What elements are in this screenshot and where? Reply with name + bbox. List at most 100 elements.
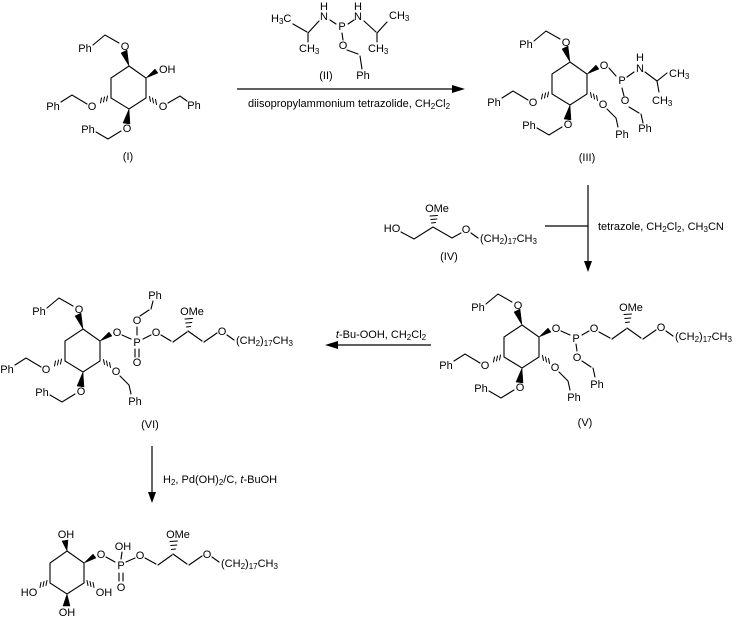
wedge-bond [586, 64, 600, 75]
group-HO: HO [384, 223, 401, 235]
reaction-conditions-step2: tetrazole, CH2Cl2, CH3CN [598, 221, 724, 234]
structure-V: O Ph O P O OMe O (CH2)17CH3 O Ph (V) [438, 293, 732, 429]
bonds [400, 226, 479, 240]
group-CH3: CH3 [299, 43, 320, 56]
atom-O: O [621, 95, 630, 107]
structure-label-I: (I) [123, 151, 133, 163]
inositol-core-use [438, 293, 551, 399]
group-alkyl-chain: (CH2)17CH3 [480, 233, 537, 246]
atom-O: O [552, 323, 561, 335]
atom-O: O [462, 224, 471, 236]
atom-O: O [218, 326, 227, 338]
arrow-line [545, 185, 589, 266]
arrowhead-down-icon [148, 492, 156, 503]
atom-Ph: Ph [590, 379, 603, 391]
inositol-core-use [45, 34, 158, 140]
hashed-bond-OMe [623, 313, 632, 323]
group-OMe: OMe [166, 529, 190, 541]
atom-O: O [159, 101, 168, 113]
structure-label-IV: (IV) [440, 251, 458, 263]
reagent-IV: HO OMe O (CH2)17CH3 (IV) [384, 203, 538, 263]
atom-P: P [338, 21, 345, 33]
group-CH3: CH3 [389, 10, 410, 23]
atom-Ph: Ph [187, 100, 200, 112]
atom-OH: OH [159, 64, 176, 76]
hashed-bond-OMe [184, 318, 193, 328]
atom-Ph: Ph [148, 290, 161, 302]
group-OH: OH [59, 607, 76, 619]
group-CH3: CH3 [652, 95, 673, 108]
atom-N: N [320, 11, 328, 23]
group-CH3: CH3 [368, 43, 389, 56]
structure-I: O Ph OH (I) [45, 34, 201, 163]
reaction-conditions-step4: H2, Pd(OH)2/C, t-BuOH [163, 474, 277, 487]
reaction-conditions-step3: t-Bu-OOH, CH2Cl2 [336, 329, 427, 342]
wedge-bonds [61, 539, 97, 607]
atom-O: O [152, 327, 161, 339]
atom-O: O [97, 549, 106, 561]
group-OH: OH [96, 587, 113, 599]
bonds [558, 371, 571, 391]
atom-O: O [203, 549, 212, 561]
hashed-bond-OMe [429, 215, 438, 224]
atom-P: P [117, 560, 124, 572]
atom-Ph: Ph [615, 129, 628, 141]
atom-O: O [599, 99, 608, 111]
group-alkyl-chain: (CH2)17CH3 [675, 331, 732, 344]
atom-O: O [657, 322, 666, 334]
atom-Ph: Ph [638, 123, 651, 135]
atom-Ph: Ph [567, 392, 580, 404]
atom-O: O [136, 550, 145, 562]
bonds [608, 67, 668, 124]
wedge-bond [538, 327, 552, 338]
atom-O: O [113, 327, 122, 339]
bonds [292, 19, 388, 70]
arrow-step1: diisopropylammonium tetrazolide, CH2Cl2 [237, 85, 465, 111]
final-product: OH O P OH O O OMe O (CH2)17CH3 OH OH HO [21, 529, 279, 619]
bonds [606, 108, 619, 128]
atom-O: O [551, 362, 560, 374]
atom-P: P [572, 333, 579, 345]
arrowhead-right-icon [452, 85, 465, 93]
group-CH3: CH3 [669, 68, 690, 81]
arrow-step2: tetrazole, CH2Cl2, CH3CN [545, 185, 724, 272]
group-OH: OH [58, 529, 75, 541]
bonds [167, 95, 188, 104]
atom-N: N [636, 63, 644, 75]
wedge-bond [145, 68, 159, 79]
group-OMe: OMe [180, 306, 204, 318]
atom-O: O [133, 315, 142, 327]
structure-label-II: (II) [319, 70, 332, 82]
wedge-bond [99, 331, 113, 342]
arrow-step3: t-Bu-OOH, CH2Cl2 [325, 329, 431, 349]
group-OH: OH [115, 541, 132, 553]
bonds [121, 300, 235, 358]
bonds [119, 375, 132, 395]
bonds [560, 327, 674, 378]
structure-label-VI: (VI) [141, 419, 159, 431]
hashed-bonds [39, 540, 178, 588]
atom-O: O [600, 60, 609, 72]
structure-label-V: (V) [578, 417, 593, 429]
arrow-step4: H2, Pd(OH)2/C, t-BuOH [148, 446, 277, 503]
atom-P: P [133, 337, 140, 349]
atom-O: O [590, 323, 599, 335]
atom-Ph: Ph [356, 70, 369, 82]
reagent-II: H3C H N P H N CH3 CH3 CH3 O Ph (II) [271, 1, 410, 82]
atom-P: P [618, 75, 625, 87]
atom-H: H [320, 1, 328, 13]
group-HO: HO [21, 587, 38, 599]
atom-O: O [112, 366, 121, 378]
inositol-core-use [486, 30, 599, 136]
atom-O-double: O [133, 357, 142, 369]
atom-H: H [636, 52, 644, 64]
group-OMe: OMe [619, 302, 643, 314]
group-alkyl-chain: (CH2)17CH3 [221, 558, 278, 571]
structure-VI: O Ph O P O Ph O O OMe O (CH2)17CH3 (VI) [0, 290, 293, 431]
atom-H: H [354, 1, 362, 13]
reaction-conditions-step1: diisopropylammonium tetrazolide, CH2Cl2 [248, 98, 451, 111]
arrowhead-left-icon [325, 341, 338, 349]
structure-label-III: (III) [579, 152, 596, 164]
